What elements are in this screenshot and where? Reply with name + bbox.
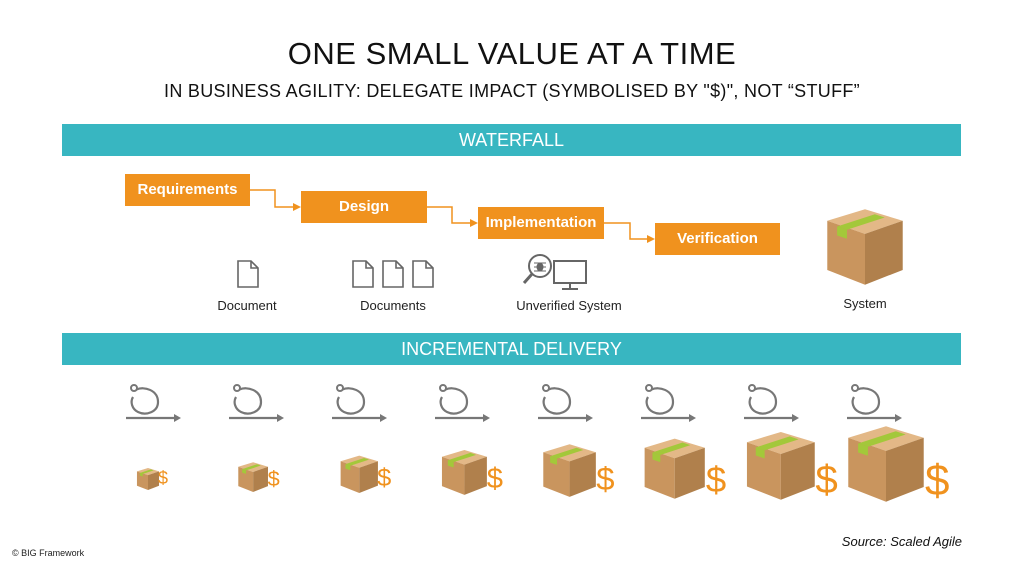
source-note: Source: Scaled Agile bbox=[841, 534, 962, 549]
increment-package-icon bbox=[744, 429, 818, 503]
increment-value-dollar: $ bbox=[815, 457, 838, 503]
page-title: ONE SMALL VALUE AT A TIME bbox=[287, 36, 737, 71]
copyright-note: © BIG Framework bbox=[12, 548, 85, 558]
artifact-label-document: Document bbox=[217, 298, 277, 313]
increment-package-icon bbox=[845, 423, 927, 505]
iteration-cycle-icon bbox=[536, 382, 596, 422]
increment-value-dollar: $ bbox=[158, 468, 169, 488]
step-verification: Verification bbox=[655, 223, 780, 255]
iteration-cycle-icon bbox=[433, 382, 493, 422]
artifact-label-unverified-system: Unverified System bbox=[516, 298, 622, 313]
document-icon bbox=[237, 260, 259, 288]
unverified-system-icon bbox=[522, 254, 587, 290]
increment-package-icon bbox=[440, 448, 489, 497]
page-subtitle: IN BUSINESS AGILITY: DELEGATE IMPACT (SY… bbox=[164, 81, 860, 101]
increment-package-icon bbox=[237, 461, 269, 493]
increment-value-dollar: $ bbox=[596, 460, 615, 498]
iteration-cycle-icon bbox=[639, 382, 699, 422]
step-design: Design bbox=[301, 191, 427, 223]
waterfall-band: WATERFALL bbox=[62, 124, 961, 156]
artifact-label-documents: Documents bbox=[360, 298, 426, 313]
increment-value-dollar: $ bbox=[705, 458, 727, 500]
increment-value-dollar: $ bbox=[486, 462, 503, 495]
iteration-cycle-icon bbox=[742, 382, 802, 422]
iteration-cycle-icon bbox=[124, 382, 184, 422]
artifact-label-system: System bbox=[843, 296, 887, 311]
increment-package-icon bbox=[136, 467, 160, 491]
documents-icon bbox=[352, 260, 434, 288]
increment-package-icon bbox=[339, 454, 380, 495]
increment-package-icon bbox=[541, 442, 598, 499]
increment-package-icon bbox=[642, 436, 707, 501]
increment-value-dollar: $ bbox=[377, 464, 392, 493]
increment-value-dollar: $ bbox=[925, 456, 950, 505]
iteration-cycle-icon bbox=[227, 382, 287, 422]
iteration-cycle-icon bbox=[330, 382, 390, 422]
increment-value-dollar: $ bbox=[267, 465, 280, 491]
step-implementation: Implementation bbox=[478, 207, 604, 239]
system-package-icon bbox=[822, 206, 908, 288]
incremental-delivery-band: INCREMENTAL DELIVERY bbox=[62, 333, 961, 365]
step-requirements: Requirements bbox=[125, 174, 250, 206]
iteration-cycle-icon bbox=[845, 382, 905, 422]
